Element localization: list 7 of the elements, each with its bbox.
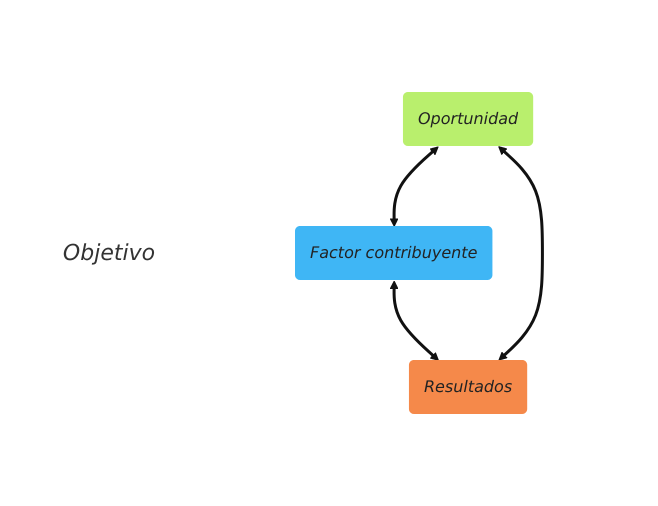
node-box: Oportunidad <box>403 92 534 146</box>
arrow <box>390 146 439 227</box>
arrow <box>498 146 544 361</box>
center-label: Objetivo <box>62 240 156 266</box>
node-box: Resultados <box>409 360 528 414</box>
arrow <box>390 280 440 361</box>
node-box: Factor contribuyente <box>295 226 493 280</box>
